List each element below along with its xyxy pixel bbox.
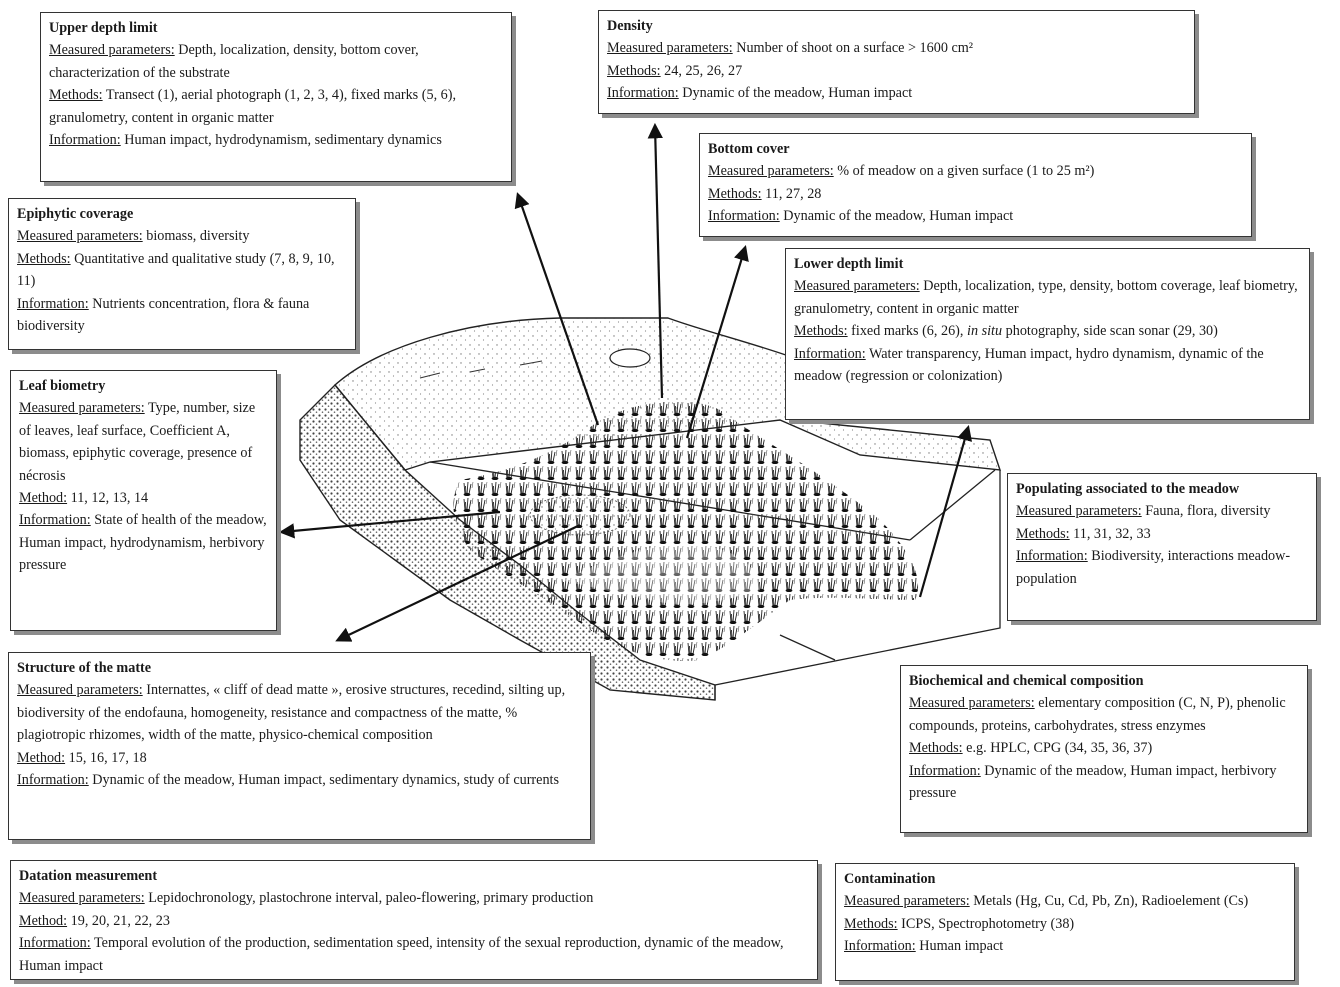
biochemical-methods: Methods: e.g. HPLC, CPG (34, 35, 36, 37) <box>909 740 1153 757</box>
leaf-biometry-box: Leaf biometry Measured parameters: Type,… <box>10 370 277 631</box>
contamination-parameters: Measured parameters: Metals (Hg, Cu, Cd,… <box>844 893 1249 910</box>
structure-matte-title: Structure of the matte <box>17 660 152 676</box>
epiphytic-coverage-parameters: Measured parameters: biomass, diversity <box>17 228 250 245</box>
density-parameters: Measured parameters: Number of shoot on … <box>607 40 974 57</box>
lower-depth-limit-methods: Methods: fixed marks (6, 26), in situ ph… <box>794 323 1218 340</box>
epiphytic-coverage-title: Epiphytic coverage <box>17 206 134 222</box>
structure-matte-methods: Method: 15, 16, 17, 18 <box>17 749 147 766</box>
contamination-box: Contamination Measured parameters: Metal… <box>835 863 1295 981</box>
epiphytic-coverage-box: Epiphytic coverage Measured parameters: … <box>8 198 356 350</box>
biochemical-box: Biochemical and chemical composition Mea… <box>900 665 1308 833</box>
upper-depth-limit-information: Information: Human impact, hydrodynamism… <box>49 132 442 149</box>
datation-box: Datation measurement Measured parameters… <box>10 860 818 980</box>
upper-depth-limit-parameters: Measured parameters: Depth, localization… <box>49 42 419 81</box>
lower-depth-limit-parameters: Measured parameters: Depth, localization… <box>794 278 1298 317</box>
structure-matte-parameters: Measured parameters: Internattes, « clif… <box>17 682 566 744</box>
populating-title: Populating associated to the meadow <box>1016 481 1240 497</box>
biochemical-parameters: Measured parameters: elementary composit… <box>909 695 1286 734</box>
populating-parameters: Measured parameters: Fauna, flora, diver… <box>1016 503 1271 520</box>
density-box: Density Measured parameters: Number of s… <box>598 10 1195 114</box>
leaf-biometry-title: Leaf biometry <box>19 378 106 394</box>
lower-depth-limit-box: Lower depth limit Measured parameters: D… <box>785 248 1310 420</box>
bottom-cover-parameters: Measured parameters: % of meadow on a gi… <box>708 163 1095 180</box>
seabed-surface <box>334 317 1002 471</box>
epiphytic-coverage-methods: Methods: Quantitative and qualitative st… <box>17 250 335 290</box>
contamination-information: Information: Human impact <box>844 938 1004 955</box>
datation-title: Datation measurement <box>19 868 158 884</box>
populating-methods: Methods: 11, 31, 32, 33 <box>1016 525 1151 542</box>
upper-depth-limit-box: Upper depth limit Measured parameters: D… <box>40 12 512 182</box>
leaf-biometry-methods: Method: 11, 12, 13, 14 <box>19 490 149 507</box>
bottom-cover-box: Bottom cover Measured parameters: % of m… <box>699 133 1252 237</box>
datation-methods: Method: 19, 20, 21, 22, 23 <box>19 912 170 929</box>
contamination-title: Contamination <box>844 871 936 887</box>
lower-depth-limit-title: Lower depth limit <box>794 256 904 272</box>
density-title: Density <box>607 18 653 34</box>
structure-matte-information: Information: Dynamic of the meadow, Huma… <box>17 772 560 789</box>
bottom-cover-information: Information: Dynamic of the meadow, Huma… <box>708 208 1014 225</box>
lower-depth-limit-information: Information: Water transparency, Human i… <box>794 345 1264 385</box>
populating-box: Populating associated to the meadow Meas… <box>1007 473 1317 621</box>
structure-matte-box: Structure of the matte Measured paramete… <box>8 652 591 840</box>
upper-depth-limit-methods: Methods: Transect (1), aerial photograph… <box>49 87 457 126</box>
seagrass-meadow <box>453 401 919 661</box>
bottom-cover-methods: Methods: 11, 27, 28 <box>708 185 822 202</box>
biochemical-information: Information: Dynamic of the meadow, Huma… <box>909 762 1277 802</box>
leaf-biometry-information: Information: State of health of the mead… <box>19 512 267 574</box>
epiphytic-coverage-information: Information: Nutrients concentration, fl… <box>17 295 310 335</box>
populating-information: Information: Biodiversity, interactions … <box>1016 548 1291 587</box>
upper-depth-limit-title: Upper depth limit <box>49 20 158 36</box>
contamination-methods: Methods: ICPS, Spectrophotometry (38) <box>844 915 1075 932</box>
leaf-biometry-parameters: Measured parameters: Type, number, size … <box>19 400 256 484</box>
density-information: Information: Dynamic of the meadow, Huma… <box>607 85 913 102</box>
datation-parameters: Measured parameters: Lepidochronology, p… <box>19 890 594 907</box>
bottom-cover-title: Bottom cover <box>708 141 790 157</box>
arrows <box>278 122 973 642</box>
density-methods: Methods: 24, 25, 26, 27 <box>607 62 743 79</box>
datation-information: Information: Temporal evolution of the p… <box>19 935 784 974</box>
biochemical-title: Biochemical and chemical composition <box>909 673 1144 689</box>
